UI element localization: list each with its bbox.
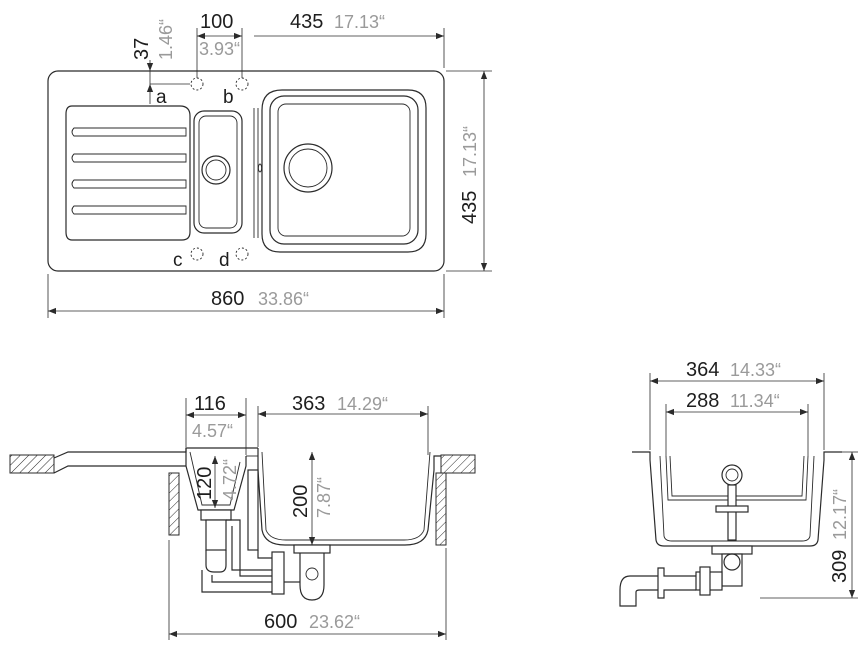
main-bowl-rim bbox=[261, 89, 427, 253]
side-view bbox=[619, 451, 842, 607]
main-bowl-depth-mm: 200 bbox=[290, 485, 312, 518]
side-overflow bbox=[715, 464, 749, 541]
side-bowl-inner bbox=[659, 455, 815, 542]
side-dimensions: 364 14.33“ 288 11.34“ 309 12.17“ bbox=[649, 359, 858, 599]
tap-spacing-mm: 100 bbox=[200, 11, 233, 33]
side-outer-width-inch: 14.33“ bbox=[730, 360, 781, 380]
side-height-mm: 309 bbox=[829, 550, 851, 583]
cabinet-wall-left bbox=[168, 472, 180, 536]
tap-hole-label-b: b bbox=[223, 87, 234, 108]
cabinet-width-inch: 23.62“ bbox=[309, 612, 360, 632]
drainer-grooves bbox=[71, 127, 187, 215]
side-outer-width-mm: 364 bbox=[686, 359, 719, 381]
side-height-inch: 12.17“ bbox=[830, 489, 850, 540]
half-bowl-depth-inch: 4.72“ bbox=[220, 459, 240, 500]
tap-spacing-inch: 3.93“ bbox=[199, 39, 240, 59]
tap-offset-mm: 37 bbox=[131, 38, 153, 60]
overall-width-mm: 860 bbox=[211, 288, 244, 310]
tap-hole-label-c: c bbox=[173, 250, 183, 271]
top-view: a b c d bbox=[47, 70, 445, 272]
waste-plumbing bbox=[200, 469, 331, 601]
side-inner-width-inch: 11.34“ bbox=[730, 391, 780, 411]
main-bowl-width-inch: 14.29“ bbox=[337, 394, 388, 414]
main-bowl bbox=[269, 95, 419, 245]
tap-hole-d bbox=[235, 247, 249, 261]
side-inner-width-mm: 288 bbox=[686, 390, 719, 412]
overflow-hole bbox=[257, 163, 263, 173]
overall-depth-inch: 17.13“ bbox=[460, 126, 480, 177]
drainer-area bbox=[65, 105, 191, 241]
overall-depth-mm: 435 bbox=[459, 191, 481, 224]
cabinet-wall-right bbox=[435, 472, 447, 546]
tap-hole-c bbox=[190, 247, 204, 261]
front-dimensions: 116 4.57“ 363 14.29“ 120 4.72“ 200 7.87“… bbox=[168, 393, 447, 640]
main-bowl-drain bbox=[283, 143, 333, 193]
front-view bbox=[9, 447, 476, 601]
side-waste bbox=[619, 545, 753, 607]
half-bowl-width-inch: 4.57“ bbox=[192, 421, 233, 441]
worktop-left bbox=[9, 454, 55, 474]
bowl-width-mm: 435 bbox=[290, 11, 323, 33]
overall-width-inch: 33.86“ bbox=[258, 289, 309, 309]
half-bowl-inner bbox=[198, 115, 238, 229]
half-bowl-depth-mm: 120 bbox=[194, 467, 216, 500]
worktop-right bbox=[440, 454, 476, 474]
top-dimensions: 860 33.86“ 435 17.13“ 435 17.13“ 100 3.9… bbox=[47, 11, 492, 318]
main-bowl-section bbox=[257, 448, 441, 546]
bowl-width-inch: 17.13“ bbox=[334, 12, 385, 32]
tap-offset-inch: 1.46“ bbox=[156, 19, 176, 60]
half-bowl-width-mm: 116 bbox=[194, 393, 226, 415]
half-bowl-drain bbox=[201, 155, 231, 185]
tap-hole-label-a: a bbox=[156, 87, 167, 108]
half-bowl bbox=[193, 110, 243, 234]
sink-outline bbox=[47, 70, 445, 272]
tap-hole-a bbox=[190, 77, 204, 91]
main-bowl-width-mm: 363 bbox=[292, 393, 325, 415]
main-bowl-depth-inch: 7.87“ bbox=[314, 477, 334, 518]
cabinet-width-mm: 600 bbox=[264, 611, 297, 633]
tap-hole-b bbox=[235, 77, 249, 91]
tap-hole-label-d: d bbox=[219, 250, 230, 271]
